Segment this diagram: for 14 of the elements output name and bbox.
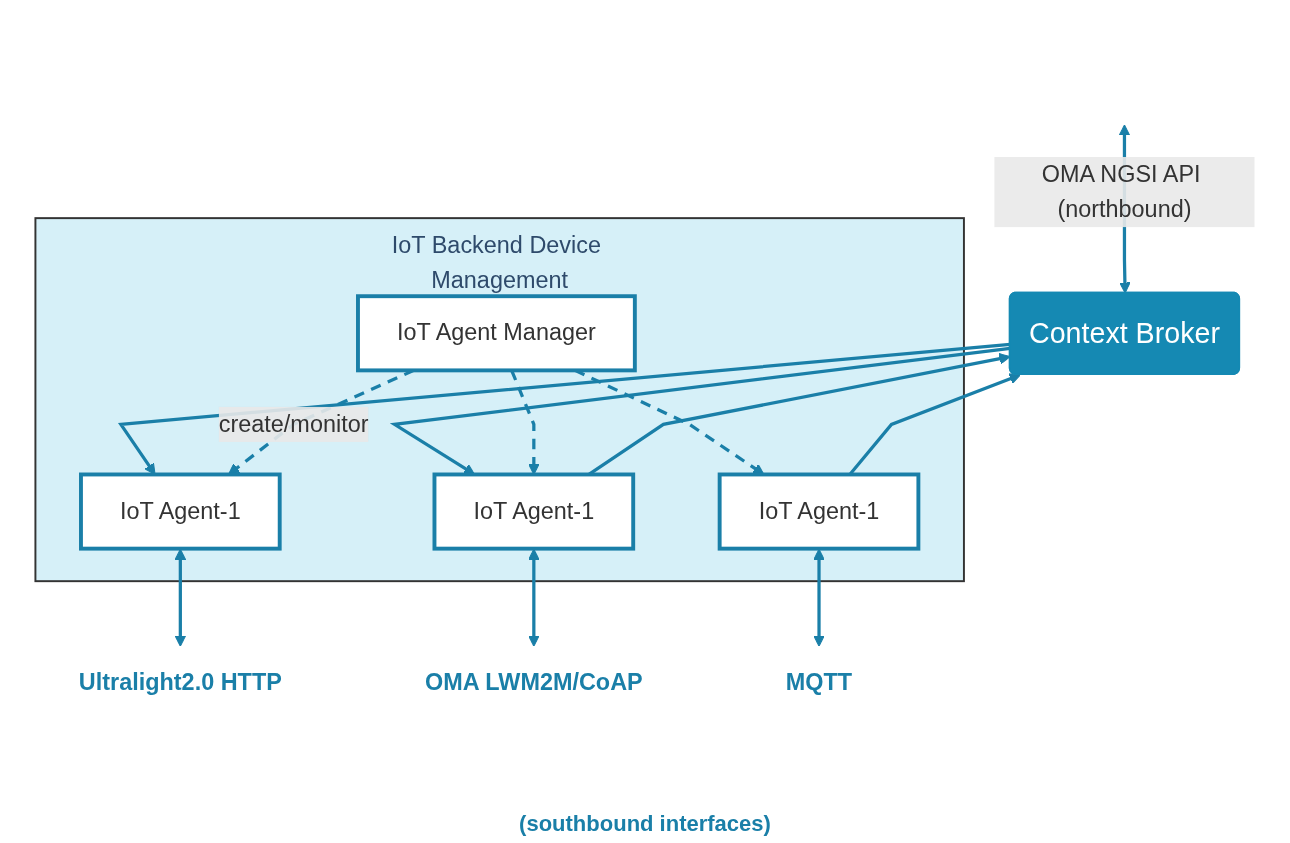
arrow (813, 548, 825, 647)
arrow (510, 369, 540, 475)
arrow (174, 548, 187, 647)
edge-label: create/monitor (218, 410, 369, 437)
node-box: IoT Agent-1 (432, 472, 636, 551)
node-text: MQTT (785, 669, 853, 696)
node-text: OMA LWM2M/CoAP (424, 669, 643, 696)
node-text: Ultralight2.0 HTTP (78, 669, 282, 696)
node-box: IoT Agent-1 (717, 472, 921, 551)
arrow (528, 548, 540, 647)
note-label: (southbound interfaces) (519, 811, 771, 837)
edge-label: OMA NGSI API (northbound) (1041, 160, 1201, 222)
node-box: IoT Agent-1 (79, 472, 282, 551)
node-box: IoT Agent Manager (356, 293, 637, 372)
